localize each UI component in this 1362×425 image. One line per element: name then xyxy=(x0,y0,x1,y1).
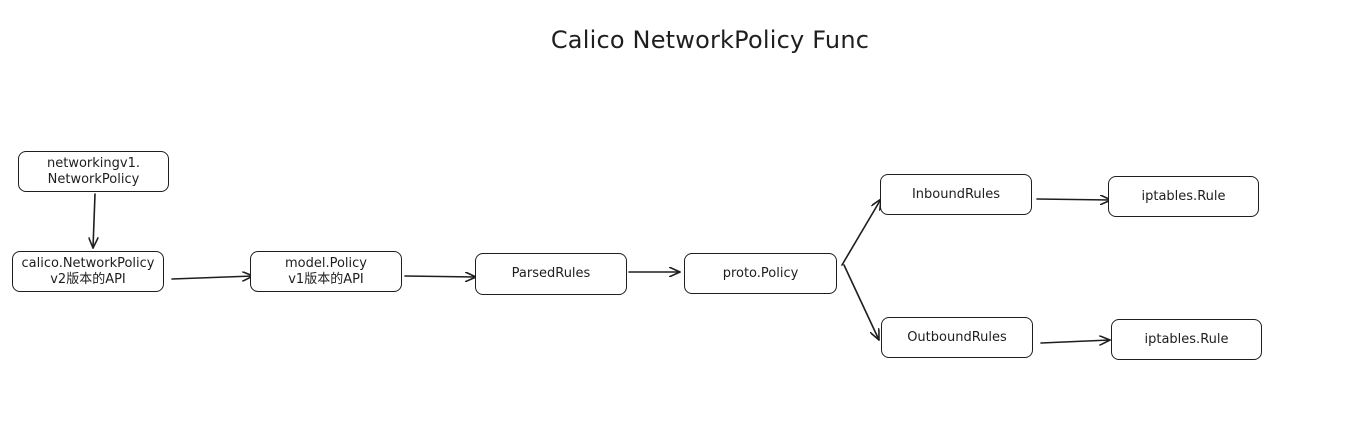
parsed-rules-node: ParsedRules xyxy=(475,253,627,295)
diagram-title: Calico NetworkPolicy Func xyxy=(550,26,870,54)
iptables-rule-inbound-node: iptables.Rule xyxy=(1108,176,1259,217)
arrow-k8s-to-calico xyxy=(93,193,95,249)
node-label: iptables.Rule xyxy=(1144,331,1229,347)
iptables-rule-outbound-node: iptables.Rule xyxy=(1111,319,1262,360)
arrow-calico-to-model xyxy=(171,276,254,279)
arrow-outbound-to-iptables xyxy=(1040,340,1111,343)
arrow-proto-to-outbound xyxy=(843,264,880,341)
arrow-inbound-to-iptables xyxy=(1036,199,1112,200)
node-label-line2: v1版本的API xyxy=(288,271,364,287)
arrow-proto-to-inbound xyxy=(841,198,882,266)
node-label-line1: model.Policy xyxy=(284,255,367,271)
node-label: proto.Policy xyxy=(722,265,799,281)
inbound-rules-node: InboundRules xyxy=(880,174,1032,215)
proto-policy-node: proto.Policy xyxy=(684,253,837,294)
calico-networkpolicy-node: calico.NetworkPolicy v2版本的API xyxy=(12,251,164,292)
outbound-rules-node: OutboundRules xyxy=(881,317,1033,358)
k8s-networkpolicy-node: networkingv1. NetworkPolicy xyxy=(18,151,169,192)
node-label-line1: calico.NetworkPolicy xyxy=(21,255,155,271)
node-label: InboundRules xyxy=(911,186,1001,202)
arrow-model-to-parsed xyxy=(404,276,477,277)
node-label: iptables.Rule xyxy=(1141,188,1226,204)
node-label: ParsedRules xyxy=(511,266,591,281)
node-label-line1: networkingv1. xyxy=(47,155,140,171)
model-policy-node: model.Policy v1版本的API xyxy=(250,251,402,292)
node-label-line2: v2版本的API xyxy=(50,271,126,287)
node-label-line2: NetworkPolicy xyxy=(47,171,140,187)
node-label: OutboundRules xyxy=(907,329,1007,345)
